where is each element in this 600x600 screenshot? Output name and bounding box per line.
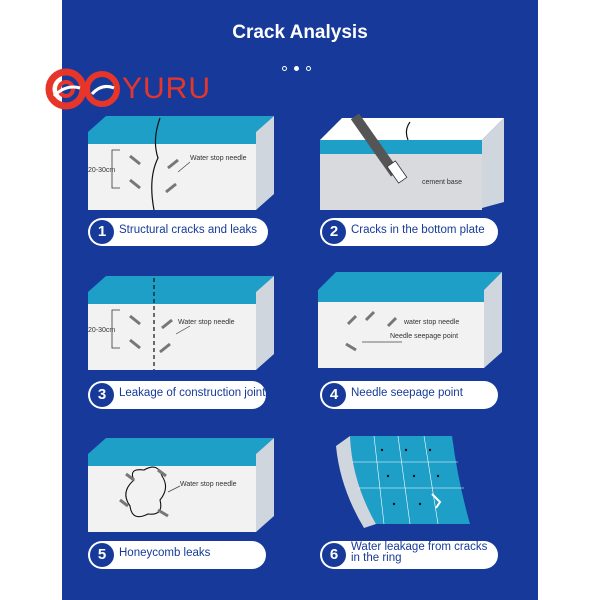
page-title: Crack Analysis [232,22,368,43]
panel-2-label: Cracks in the bottom plate [351,224,485,236]
panel-5-caption: 5 Honeycomb leaks [88,541,266,569]
panel-6-number: 6 [322,543,346,567]
measure-label: 20-30cm [88,167,115,174]
panel-1-label: Structural cracks and leaks [119,224,258,236]
panel-4-number: 4 [322,383,346,407]
carousel-dot-3[interactable] [306,66,311,71]
bottom-plate-illustration: cement base [320,113,504,210]
panel-1-number: 1 [90,220,114,244]
needle-seepage-illustration: water stop needle Needle seepage point [318,272,502,368]
needle-label: Water stop needle [190,155,247,162]
panel-2-number: 2 [322,220,346,244]
cement-base-label: cement base [422,179,462,186]
panel-3-caption: 3 Leakage of construction joints [88,381,271,409]
measure-label: 20-30cm [88,327,115,334]
carousel-dot-1[interactable] [282,66,287,71]
panel-3-label: Leakage of construction joints [119,387,272,399]
panel-3-number: 3 [90,383,114,407]
structural-crack-illustration: 20-30cm Water stop needle [88,116,274,210]
panel-6-label: Water leakage from cracks in the ring [351,541,488,564]
panel-5-label: Honeycomb leaks [119,547,211,559]
carousel-dot-2[interactable] [294,66,299,71]
panel-4-caption: 4 Needle seepage point [320,381,498,409]
panel-5-number: 5 [90,543,114,567]
seepage-label: Needle seepage point [390,333,458,340]
needle-label: water stop needle [403,319,459,326]
honeycomb-illustration: Water stop needle [88,438,274,532]
panel-1-caption: 1 Structural cracks and leaks [88,218,268,246]
panel-2-caption: 2 Cracks in the bottom plate [320,218,498,246]
construction-joint-illustration: 20-30cm Water stop needle [88,276,274,370]
ring-crack-illustration [336,435,470,528]
needle-label: Water stop needle [178,319,235,326]
needle-label: Water stop needle [180,481,237,488]
yuru-logo-icon [45,68,120,110]
brand-name: YURU [122,72,212,105]
panel-6-caption: 6 Water leakage from cracks in the ring [320,541,498,569]
panel-4-label: Needle seepage point [351,387,463,399]
